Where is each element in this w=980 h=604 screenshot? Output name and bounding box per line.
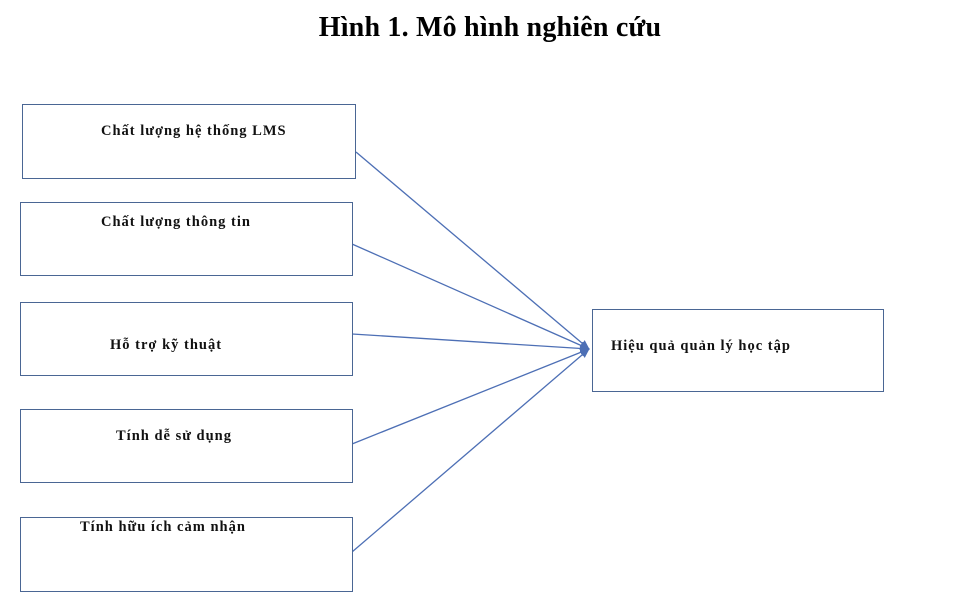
factor-box-tech	[20, 302, 353, 376]
factor-label-useful: Tính hữu ích cảm nhận	[80, 519, 246, 535]
figure-title: Hình 1. Mô hình nghiên cứu	[318, 12, 662, 43]
arrow-useful-to-effect	[351, 348, 590, 553]
arrow-lms-to-effect	[355, 151, 590, 350]
factor-label-ease: Tính dễ sử dụng	[116, 428, 232, 444]
outcome-box	[592, 309, 884, 392]
factor-box-lms	[22, 104, 356, 179]
arrow-ease-to-effect	[351, 348, 590, 445]
factor-label-tech: Hỗ trợ kỹ thuật	[110, 337, 223, 353]
outcome-label: Hiệu quả quản lý học tập	[611, 338, 791, 354]
factor-label-info: Chất lượng thông tin	[101, 214, 251, 230]
factor-box-info	[20, 202, 353, 276]
factor-label-lms: Chất lượng hệ thống LMS	[101, 123, 287, 139]
factor-box-useful	[20, 517, 353, 592]
arrow-info-to-effect	[351, 243, 590, 350]
factor-box-ease	[20, 409, 353, 483]
arrow-tech-to-effect	[351, 333, 590, 353]
